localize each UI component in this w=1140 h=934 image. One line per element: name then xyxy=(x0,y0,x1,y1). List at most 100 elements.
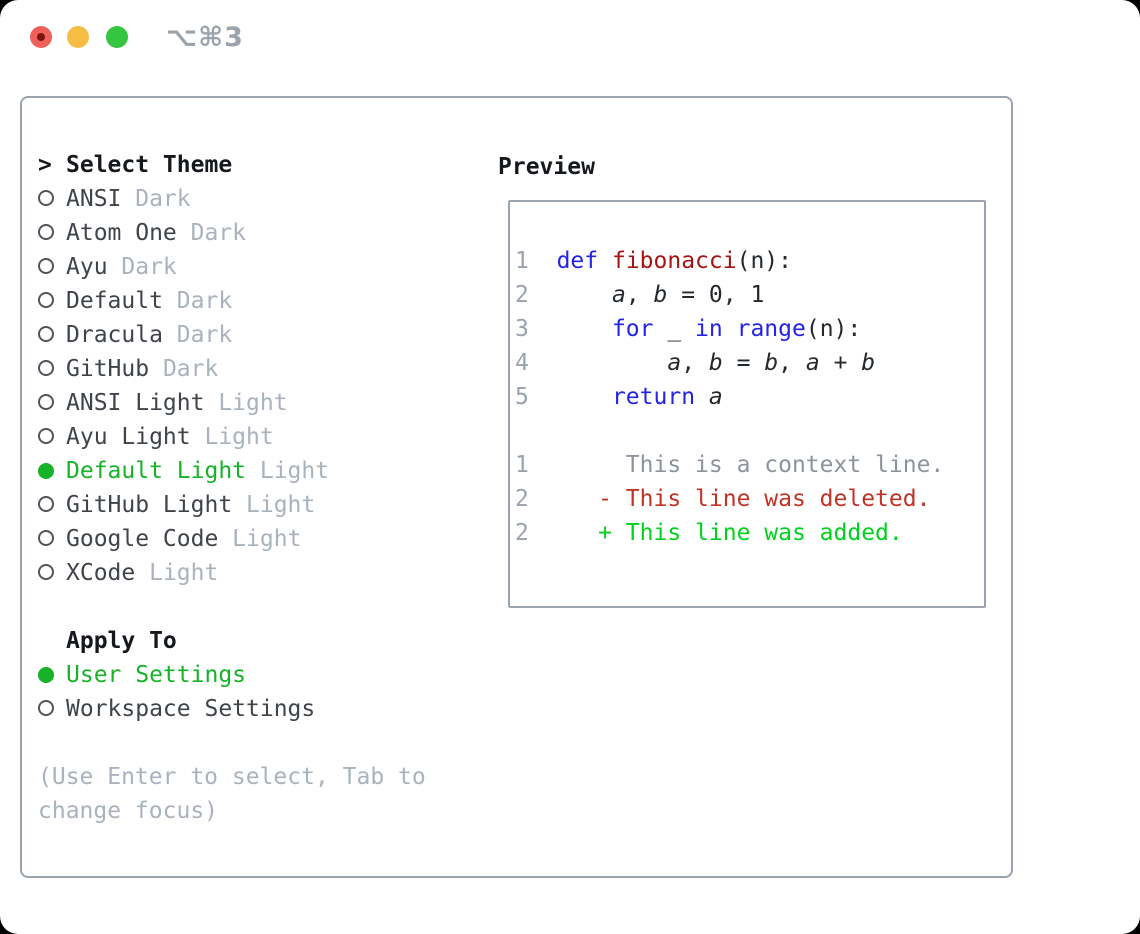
theme-option-name: Default Light xyxy=(66,458,247,484)
code-segment xyxy=(598,248,612,274)
radio-unselected-icon xyxy=(38,258,54,274)
radio-unselected-icon xyxy=(38,326,54,342)
code-segment xyxy=(529,248,557,274)
spacer xyxy=(38,726,426,760)
theme-option[interactable]: ANSI Dark xyxy=(38,182,426,216)
radio-marker xyxy=(38,250,66,284)
radio-marker xyxy=(38,420,66,454)
theme-option[interactable]: Default Dark xyxy=(38,284,426,318)
radio-unselected-icon xyxy=(38,496,54,512)
theme-option-variant: Light xyxy=(135,560,219,586)
radio-marker xyxy=(38,284,66,318)
code-segment: a xyxy=(611,282,626,308)
code-segment xyxy=(529,384,612,410)
code-segment: def xyxy=(556,248,599,274)
hint-text: change focus) xyxy=(38,798,219,824)
close-button[interactable] xyxy=(30,26,52,48)
radio-marker xyxy=(38,522,66,556)
theme-option[interactable]: Google Code Light xyxy=(38,522,426,556)
radio-marker xyxy=(38,556,66,590)
code-segment: a xyxy=(708,384,723,410)
theme-option-variant: Light xyxy=(204,390,288,416)
radio-marker xyxy=(38,692,66,726)
minimize-button[interactable] xyxy=(67,26,89,48)
theme-option-name: GitHub Light xyxy=(66,492,233,518)
apply-option[interactable]: Workspace Settings xyxy=(38,692,426,726)
code-segment: return xyxy=(611,384,696,410)
code-segment xyxy=(695,384,709,410)
line-number: 2 xyxy=(515,486,529,512)
line-number: 1 xyxy=(515,248,529,274)
theme-option-variant: Dark xyxy=(107,254,177,280)
code-segment: b xyxy=(861,350,876,376)
code-line: 1 def fibonacci(n): xyxy=(515,244,984,278)
theme-option[interactable]: XCode Light xyxy=(38,556,426,590)
radio-unselected-icon xyxy=(38,292,54,308)
theme-option[interactable]: Atom One Dark xyxy=(38,216,426,250)
code-segment xyxy=(529,486,598,512)
radio-unselected-icon xyxy=(38,530,54,546)
theme-option-name: Default xyxy=(66,288,163,314)
radio-marker xyxy=(38,386,66,420)
code-segment: range xyxy=(736,316,806,342)
code-segment: , xyxy=(681,350,709,376)
code-line: 2 a, b = 0, 1 xyxy=(515,278,984,312)
theme-option-name: GitHub xyxy=(66,356,150,382)
radio-marker xyxy=(38,658,66,692)
code-segment: a xyxy=(805,350,820,376)
code-segment: _ xyxy=(653,316,696,342)
theme-option[interactable]: GitHub Light Light xyxy=(38,488,426,522)
code-segment xyxy=(529,520,598,546)
line-number: 2 xyxy=(515,520,529,546)
theme-list-header: > Select Theme xyxy=(38,148,426,182)
code-segment: b xyxy=(764,350,779,376)
hint-text: (Use Enter to select, Tab to xyxy=(38,764,426,790)
theme-option[interactable]: Ayu Light Light xyxy=(38,420,426,454)
theme-option-name: ANSI Light xyxy=(66,390,205,416)
theme-option[interactable]: GitHub Dark xyxy=(38,352,426,386)
radio-unselected-icon xyxy=(38,394,54,410)
line-number: 2 xyxy=(515,282,529,308)
diff-line: 1 This is a context line. xyxy=(515,448,984,482)
theme-option-variant: Light xyxy=(246,458,330,484)
code-segment: in xyxy=(695,316,723,342)
code-segment: + xyxy=(819,350,862,376)
theme-option[interactable]: Dracula Dark xyxy=(38,318,426,352)
apply-option[interactable]: User Settings xyxy=(38,658,426,692)
spacer xyxy=(38,590,426,624)
radio-marker xyxy=(38,454,66,488)
code-segment: = xyxy=(722,350,765,376)
code-segment: (n): xyxy=(736,248,792,274)
radio-selected-icon xyxy=(38,667,54,683)
theme-option-variant: Light xyxy=(218,526,302,552)
code-segment: + This line was added. xyxy=(598,520,903,546)
keyboard-shortcut-label: ⌥⌘3 xyxy=(166,22,244,53)
zoom-button[interactable] xyxy=(106,26,128,48)
prompt-arrow-icon: > xyxy=(38,152,52,178)
code-segment xyxy=(723,316,737,342)
theme-option[interactable]: ANSI Light Light xyxy=(38,386,426,420)
apply-to-header-label: Apply To xyxy=(66,628,177,654)
code-segment xyxy=(529,350,667,376)
radio-unselected-icon xyxy=(38,564,54,580)
theme-list-header-label: Select Theme xyxy=(66,152,233,178)
code-segment: This is a context line. xyxy=(528,452,945,478)
apply-option-name: Workspace Settings xyxy=(66,696,316,722)
theme-option-variant: Dark xyxy=(149,356,219,382)
radio-marker xyxy=(38,182,66,216)
code-line: 4 a, b = b, a + b xyxy=(515,346,984,380)
theme-option-variant: Dark xyxy=(162,288,233,314)
theme-option[interactable]: Default Light Light xyxy=(38,454,426,488)
code-segment: b xyxy=(708,350,723,376)
code-line: 5 return a xyxy=(515,380,984,414)
line-number: 1 xyxy=(515,452,529,478)
preview-title: Preview xyxy=(498,154,595,180)
radio-unselected-icon xyxy=(38,428,54,444)
code-segment xyxy=(529,282,612,308)
theme-option-variant: Light xyxy=(232,492,316,518)
radio-marker xyxy=(38,488,66,522)
theme-option[interactable]: Ayu Dark xyxy=(38,250,426,284)
radio-unselected-icon xyxy=(38,360,54,376)
